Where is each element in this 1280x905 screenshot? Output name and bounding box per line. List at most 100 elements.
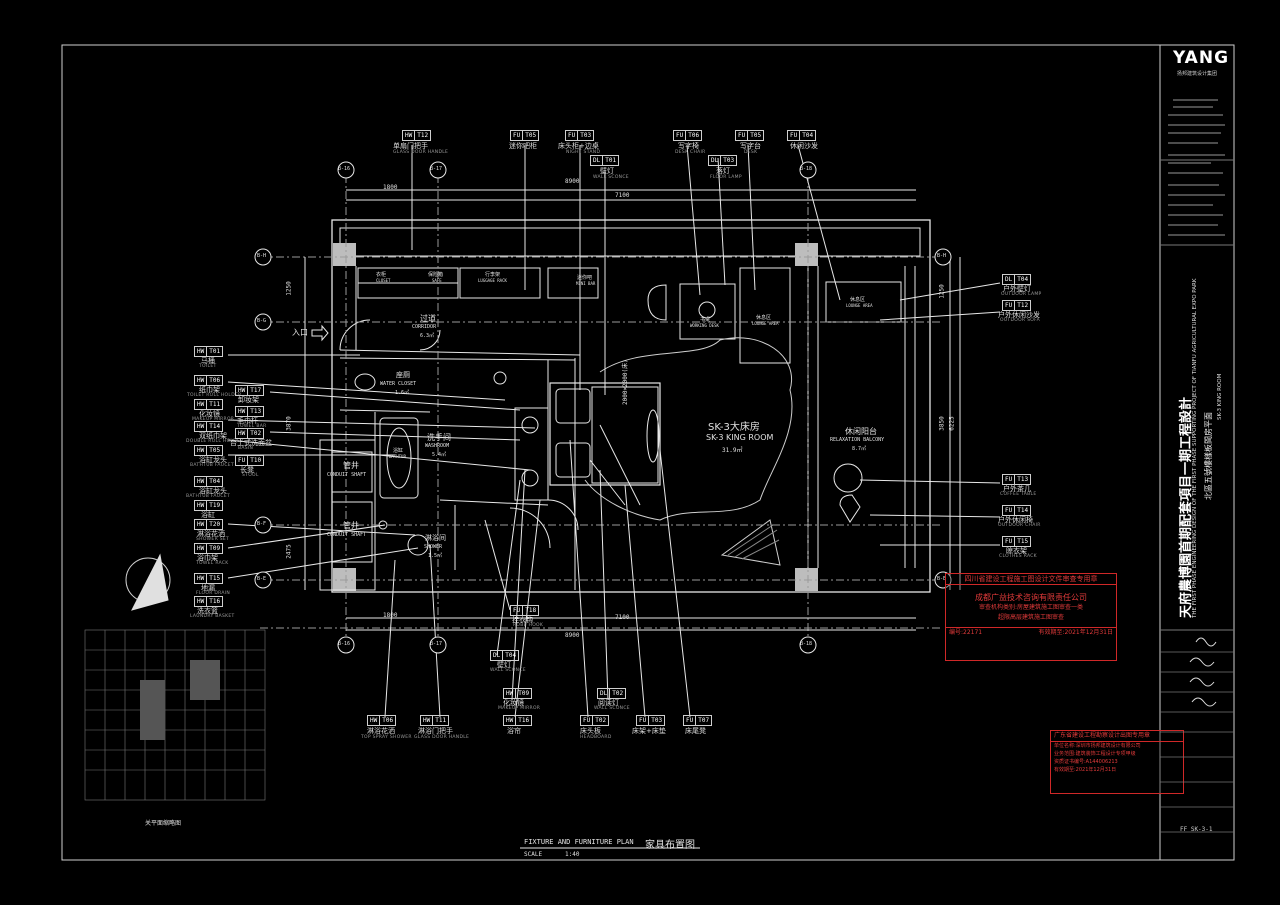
- logo-sub: 扬邦建筑设计集团: [1177, 71, 1218, 77]
- logo: YANG: [1173, 48, 1230, 68]
- tag-left-3-cn: 卸妆架: [238, 396, 259, 404]
- grid-label-right-1: B-H: [937, 253, 947, 259]
- tag-bottom-7-en: WALL SCONCE: [594, 706, 630, 711]
- grid-label-top-1: B-16: [338, 166, 351, 172]
- tag-top-5-cn: 写字椅: [678, 142, 699, 150]
- tag-bottom-1-en: TOP SPRAY SHOWER: [361, 735, 412, 740]
- grid-label-top-2: B-17: [430, 166, 443, 172]
- scale-value: 1:40: [565, 851, 580, 858]
- tag-bottom-9-cn: 床架+床垫: [632, 727, 666, 735]
- furniture-desk: 书桌: [700, 317, 711, 323]
- tag-bottom-8-en: HEADBOARD: [580, 735, 612, 740]
- room-washroom-cn: 洗手间: [427, 433, 451, 442]
- tag-right-5-en: CLOTHES RACK: [999, 554, 1037, 559]
- tag-top-8-cn: 休闲沙发: [790, 142, 818, 150]
- room-king-en: SK-3 KING ROOM: [706, 433, 774, 442]
- room-king-cn: SK-3大床房: [708, 422, 760, 433]
- entry-label: 入口: [292, 328, 308, 337]
- drawing-title-en: FIXTURE AND FURNITURE PLAN: [524, 838, 634, 846]
- dim-top-3: 7100: [615, 192, 630, 199]
- tag-bottom-5-cn: 化妆镜: [503, 699, 524, 707]
- tag-right-3-cn: 户外茶几: [1003, 485, 1031, 493]
- tag-left-12-en: SHOWER SET: [196, 537, 230, 542]
- design-stamp-cert: 资质证书编号:A144006213: [1054, 759, 1118, 765]
- tag-top-1-en: GLASS DOOR HANDLE: [393, 150, 449, 155]
- tag-left-1-cn: 马桶: [201, 357, 215, 365]
- grid-label-top-3: B-18: [800, 166, 813, 172]
- review-stamp: 四川省建设工程施工图设计文件审查专用章 成都广益技术咨询有限责任公司 审查机构类…: [945, 573, 1117, 661]
- outer-wall: [331, 219, 931, 593]
- design-stamp: 广东省建设工程勘察设计出图专用章 单位名称:深圳市扬邦建筑设计有限公司 业务范围…: [1050, 730, 1184, 794]
- review-stamp-line3: 超限高层建筑施工图审查: [997, 614, 1064, 621]
- sheet-number: FF SK-3-1: [1180, 826, 1213, 833]
- tag-left-4-cn: 化妆镜: [199, 410, 220, 418]
- shaft-2-cn: 管井: [343, 521, 359, 530]
- tag-top-3-en: NIGHT STAND: [566, 150, 601, 155]
- dim-left-2: 3870: [285, 416, 293, 431]
- tag-right-4-cn: 户外休闲椅: [998, 516, 1033, 524]
- dim-left-1: 1250: [285, 281, 293, 296]
- room-corridor-en: CORRIDOR: [412, 324, 437, 330]
- tag-left-15-cn: 洗衣篮: [197, 607, 218, 615]
- tag-bottom-8-cn: 床头板: [580, 727, 601, 735]
- grid-label-bottom-2: B-17: [430, 641, 443, 647]
- furniture-bathtub: 浴缸: [393, 448, 404, 454]
- shaft-2-en: CONDUIT SHAFT: [327, 532, 367, 538]
- furniture-minibar: 迷你吧: [577, 275, 593, 281]
- furniture-lounge: 休息区: [756, 315, 772, 321]
- dim-bottom-3: 7100: [615, 614, 630, 621]
- bed-size: 2000×2000(床): [622, 359, 629, 405]
- tag-left-2-cn: 纸巾架: [199, 386, 220, 394]
- furniture-lounge-2: 休息区: [850, 297, 866, 303]
- dim-top-1: 1800: [383, 184, 398, 191]
- room-balcony-cn: 休闲阳台: [845, 427, 877, 436]
- furniture-safe: 保险箱: [428, 272, 444, 278]
- tag-right-1-en: OUTDOOR LAMP: [1001, 292, 1042, 297]
- tag-top-7-cn: 写字台: [740, 142, 761, 150]
- project-title-en: THE FIRST PHASE ENGINEERING DESIGN OF TH…: [1192, 278, 1198, 618]
- tag-left-10-cn: 浴缸龙头: [199, 487, 227, 495]
- tag-left-11-cn: 浴缸: [201, 511, 215, 519]
- tag-bottom-3-cn: 挂衣钩: [512, 616, 533, 624]
- dim-bottom-2: 8900: [565, 632, 580, 639]
- room-washroom-en: WASHROOM: [425, 443, 450, 449]
- key-plan-label: 关平面缩略图: [145, 820, 182, 827]
- room-wc-area: 1.6㎡: [395, 390, 410, 396]
- furniture-luggage-en: LUGGAGE RACK: [478, 278, 507, 283]
- tag-top-5-en: DESK CHAIR: [675, 150, 706, 155]
- dim-left-3: 2475: [285, 544, 293, 559]
- furniture-safe-en: SAFE: [432, 278, 442, 283]
- tag-left-7-cn: 台上式洗面盆: [230, 439, 272, 447]
- furniture-lounge-en: LOUNGE AREA: [752, 321, 779, 326]
- tag-left-6-en: DOUBLE ROLL HOLDER: [186, 439, 244, 444]
- grid-label-left-4: B-E: [257, 576, 267, 582]
- tag-bottom-1-cn: 淋浴花洒: [367, 727, 395, 735]
- tag-right-1-cn: 户外壁灯: [1003, 285, 1031, 293]
- tag-right-4-en: OUTDOOR CHAIR: [998, 523, 1041, 528]
